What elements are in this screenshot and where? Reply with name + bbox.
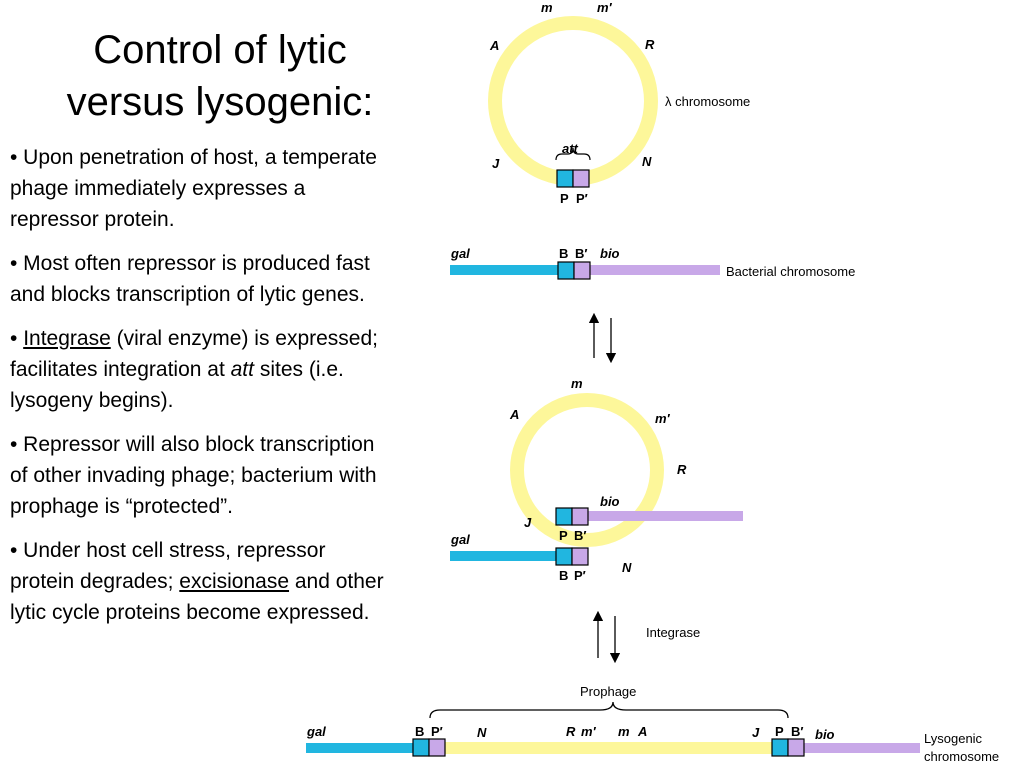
int-gene-m: m (571, 376, 583, 391)
lambda-Pprime-box (572, 169, 590, 188)
gene-A: A (489, 38, 499, 53)
lyso-gal-label: gal (306, 724, 326, 739)
intermediate-Bprime-box (571, 507, 589, 526)
synapsis-intermediate: m A m′ R bio J gal P B′ N B P′ (450, 376, 743, 583)
lyso-gene-R: R (566, 724, 576, 739)
lyso-P-box (771, 738, 789, 757)
int-Pprime-label: P′ (574, 568, 586, 583)
gene-J: J (492, 156, 500, 171)
int-B-label: B (559, 568, 568, 583)
excisionase-term: excisionase (179, 570, 290, 593)
bullet-list: • Upon penetration of host, a temperate … (10, 142, 390, 641)
bullet-text: • (10, 327, 24, 350)
bullet-item: • Most often repressor is produced fast … (10, 248, 390, 310)
B-prime-label: B′ (575, 246, 588, 261)
lysogenic-label-line2: chromosome (924, 749, 999, 764)
bio-segment (590, 265, 720, 275)
intermediate-P-box (555, 507, 573, 526)
bullet-text: • Upon penetration of host, a temperate … (10, 146, 377, 231)
int-gene-N: N (622, 560, 632, 575)
label-P: P (560, 191, 569, 206)
att-brace (555, 147, 591, 161)
lyso-gene-m: m (618, 724, 630, 739)
bio-label: bio (600, 246, 620, 261)
bullet-text: • Repressor will also block transcriptio… (10, 433, 377, 518)
B-label: B (559, 246, 568, 261)
bacterial-chromosome: gal B B′ bio Bacterial chromosome (450, 246, 855, 280)
bullet-item: • Under host cell stress, repressor prot… (10, 535, 390, 628)
intermediate-bio-arm (588, 511, 743, 521)
slide-title: Control of lytic versus lysogenic: (10, 24, 430, 128)
gene-N: N (642, 154, 652, 169)
intermediate-B-box (555, 547, 573, 566)
bullet-text: (viral enzyme) is expressed; facilitates… (10, 327, 378, 381)
bacterial-chromosome-label: Bacterial chromosome (726, 264, 855, 279)
lyso-gal-segment (306, 743, 413, 753)
bullet-text: • Most often repressor is produced fast … (10, 252, 370, 306)
lyso-Pprime-label: P′ (431, 724, 443, 739)
int-gene-m-prime: m′ (655, 411, 671, 426)
lysogenic-label-line1: Lysogenic (924, 731, 983, 746)
lyso-B-box (412, 738, 430, 757)
lyso-gene-N: N (477, 725, 487, 740)
lyso-gene-J: J (752, 725, 760, 740)
bullet-text: and other lytic cycle proteins become ex… (10, 570, 384, 624)
lambda-chromosome-label: λ chromosome (665, 94, 750, 109)
int-gene-R: R (677, 462, 687, 477)
lyso-gene-m-prime: m′ (581, 724, 597, 739)
title-line-2: versus lysogenic: (66, 80, 374, 124)
lyso-P-label: P (775, 724, 784, 739)
integrase-label: Integrase (646, 625, 700, 640)
gene-R: R (645, 37, 655, 52)
label-P-prime: P′ (576, 191, 588, 206)
prophage-label: Prophage (580, 684, 636, 699)
int-bio-label: bio (600, 494, 620, 509)
int-Bprime-label: B′ (574, 528, 587, 543)
B-box (557, 261, 575, 280)
lyso-Bprime-box (787, 738, 805, 757)
int-gene-J: J (524, 515, 532, 530)
lambda-P-box (556, 169, 574, 188)
lyso-B-label: B (415, 724, 424, 739)
int-gene-A: A (509, 407, 519, 422)
att-term: att (230, 358, 254, 381)
prophage-segment (445, 742, 772, 754)
bullet-item: • Upon penetration of host, a temperate … (10, 142, 390, 235)
lyso-gene-A: A (637, 724, 647, 739)
gal-segment (450, 265, 558, 275)
bullet-item: • Integrase (viral enzyme) is expressed;… (10, 323, 390, 416)
bullet-text: • Under host cell stress, repressor prot… (10, 539, 326, 593)
reversible-arrows-top (588, 312, 617, 364)
intermediate-Pprime-box (571, 547, 589, 566)
reversible-arrows-integrase: Integrase (592, 610, 700, 664)
lyso-bio-segment (804, 743, 920, 753)
bullet-text: sites (i.e. lysogeny begins). (10, 358, 344, 412)
bullet-item: • Repressor will also block transcriptio… (10, 429, 390, 522)
int-P-label: P (559, 528, 568, 543)
intermediate-circle (510, 393, 664, 547)
integrase-term: Integrase (23, 327, 111, 350)
intermediate-gal-arm (450, 551, 558, 561)
gal-label: gal (450, 246, 470, 261)
B-prime-box (573, 261, 591, 280)
lyso-Bprime-label: B′ (791, 724, 804, 739)
att-label: att (562, 141, 579, 156)
gene-m-prime: m′ (597, 0, 613, 15)
lyso-Pprime-box (428, 738, 446, 757)
lambda-chromosome: m m′ A R J N att P P′ λ chromosome (488, 0, 750, 206)
title-line-1: Control of lytic (93, 28, 347, 72)
lysogenic-chromosome: Prophage gal B P′ N R m′ m A J P B′ bio … (306, 684, 999, 764)
prophage-brace (429, 701, 789, 719)
lyso-bio-label: bio (815, 727, 835, 742)
gene-m: m (541, 0, 553, 15)
int-gal-label: gal (450, 532, 470, 547)
